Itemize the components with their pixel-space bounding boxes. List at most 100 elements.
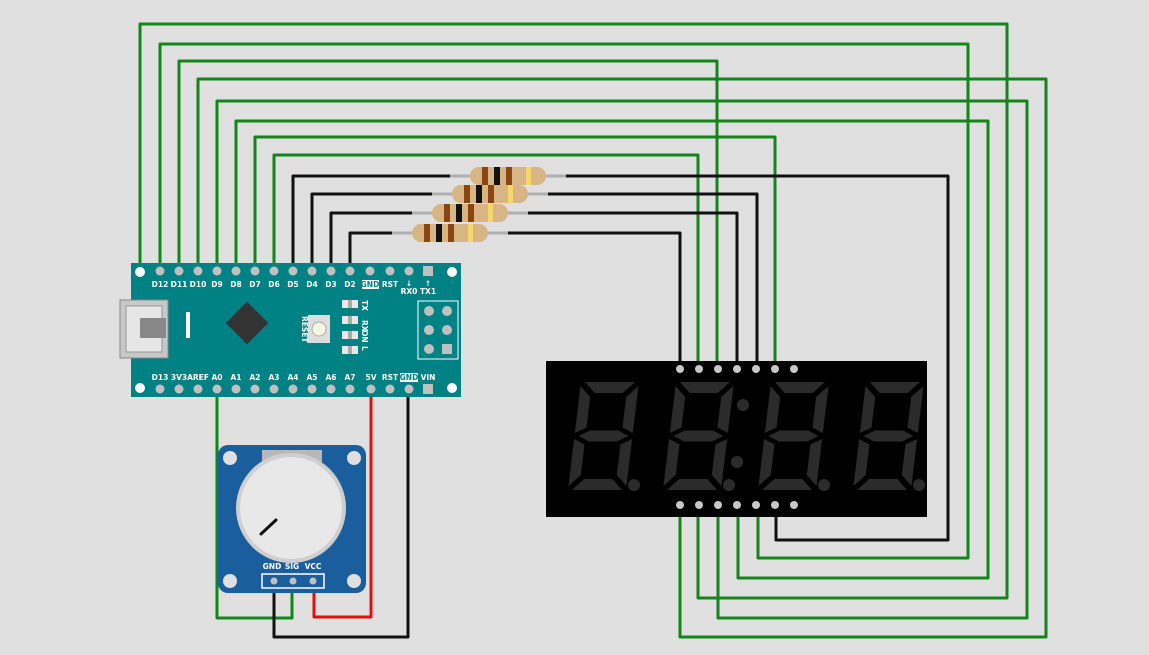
display-top-pin-7[interactable] xyxy=(790,365,798,373)
pot-pin-vcc[interactable] xyxy=(309,577,317,585)
potentiometer-module[interactable]: GND SIG VCC xyxy=(218,445,366,593)
arduino-nano[interactable]: RESET TX RX ON L D12 D11 D10 D9 D8 D7 xyxy=(119,263,461,397)
display-top-pin-2[interactable] xyxy=(695,365,703,373)
pin-3v3[interactable]: 3V3 xyxy=(171,373,187,394)
pin-d2[interactable]: D2 xyxy=(344,266,356,290)
display-top-pin-4[interactable] xyxy=(733,365,741,373)
pin-a5[interactable]: A5 xyxy=(306,373,318,394)
pot-knob[interactable] xyxy=(240,457,342,559)
pin-gnd-bottom[interactable]: GND xyxy=(400,373,419,394)
pin-5v[interactable]: 5V xyxy=(365,373,377,394)
pin-rst-bottom[interactable]: RST xyxy=(382,373,399,394)
svg-text:D4: D4 xyxy=(306,280,317,289)
svg-text:D2: D2 xyxy=(344,280,355,289)
display-bottom-pin-6[interactable] xyxy=(771,501,779,509)
pin-a7[interactable]: A7 xyxy=(344,373,356,394)
wire-res1-disp xyxy=(544,174,950,542)
svg-text:A3: A3 xyxy=(268,373,279,382)
display-top-pin-5[interactable] xyxy=(752,365,760,373)
mount-hole-bl xyxy=(135,383,145,393)
resistor-2 xyxy=(432,185,548,203)
led-label-l: L xyxy=(360,346,369,351)
svg-text:RX0: RX0 xyxy=(401,287,418,296)
display-top-pin-6[interactable] xyxy=(771,365,779,373)
pin-d5[interactable]: D5 xyxy=(287,266,299,290)
pin-a4[interactable]: A4 xyxy=(287,373,299,394)
colon-dot-top xyxy=(737,399,749,411)
pot-label-gnd: GND xyxy=(263,562,282,571)
display-bottom-pin-2[interactable] xyxy=(695,501,703,509)
wires xyxy=(138,22,1048,639)
reset-button[interactable] xyxy=(311,321,327,337)
pin-d12[interactable]: D12 xyxy=(152,266,169,290)
wire-d6-top xyxy=(272,153,700,370)
svg-text:A6: A6 xyxy=(325,373,336,382)
segment-b xyxy=(717,386,734,433)
segment-d xyxy=(667,479,717,490)
pin-d3[interactable]: D3 xyxy=(325,266,337,290)
pin-vin[interactable]: VIN xyxy=(421,373,436,394)
pin-tx1[interactable]: ↑TX1 xyxy=(420,266,436,296)
svg-text:3V3: 3V3 xyxy=(171,373,187,382)
display-bottom-pin-7[interactable] xyxy=(790,501,798,509)
pin-a0[interactable]: A0 xyxy=(211,373,223,394)
pin-rst-top[interactable]: RST xyxy=(382,266,399,290)
pin-d13[interactable]: D13 xyxy=(152,373,169,394)
decimal-point xyxy=(913,479,925,491)
segment-g xyxy=(673,430,724,442)
svg-text:D9: D9 xyxy=(211,280,222,289)
pot-label-vcc: VCC xyxy=(305,562,322,571)
segment-c xyxy=(711,439,728,486)
svg-text:D11: D11 xyxy=(171,280,188,289)
wire-d12-loop xyxy=(158,42,970,560)
microcontroller-chip xyxy=(225,301,269,345)
segment-a xyxy=(774,382,825,393)
display-bottom-pin-5[interactable] xyxy=(752,501,760,509)
pot-pin-gnd[interactable] xyxy=(270,577,278,585)
seven-segment-display[interactable] xyxy=(546,361,927,517)
pot-pin-sig[interactable] xyxy=(289,577,297,585)
pin-d10[interactable]: D10 xyxy=(190,266,207,290)
pin-rx0[interactable]: ↓RX0 xyxy=(401,266,418,297)
pin-aref[interactable]: AREF xyxy=(187,373,209,394)
wire-d3-res xyxy=(329,211,434,272)
pin-a6[interactable]: A6 xyxy=(325,373,337,394)
pin-a3[interactable]: A3 xyxy=(268,373,280,394)
pin-d9[interactable]: D9 xyxy=(211,266,223,290)
pin-gnd-top[interactable]: GND xyxy=(361,266,380,290)
svg-text:A0: A0 xyxy=(211,373,222,382)
segment-f xyxy=(764,386,781,433)
wire-gnd-gnd xyxy=(272,381,410,639)
segment-g xyxy=(863,430,914,442)
pin-d8[interactable]: D8 xyxy=(230,266,242,290)
display-bottom-pin-1[interactable] xyxy=(676,501,684,509)
wire-5v-vcc xyxy=(312,381,373,619)
decimal-point xyxy=(818,479,830,491)
wire-d4-res xyxy=(310,192,454,272)
wire-d2-res xyxy=(348,231,414,272)
pin-d4[interactable]: D4 xyxy=(306,266,318,290)
display-top-pin-3[interactable] xyxy=(714,365,722,373)
segment-b xyxy=(907,386,924,433)
digit-2 xyxy=(663,382,735,491)
svg-text:A5: A5 xyxy=(306,373,317,382)
display-bottom-pin-4[interactable] xyxy=(733,501,741,509)
pin-a2[interactable]: A2 xyxy=(249,373,261,394)
display-bottom-pins xyxy=(676,501,798,509)
pot-mount-tr xyxy=(347,451,361,465)
segment-g xyxy=(578,430,629,442)
status-leds: TX RX ON L xyxy=(342,300,369,354)
svg-text:GND: GND xyxy=(400,373,419,382)
pin-d11[interactable]: D11 xyxy=(171,266,188,290)
segment-f xyxy=(859,386,876,433)
pin-d6[interactable]: D6 xyxy=(268,266,280,290)
display-bottom-pin-3[interactable] xyxy=(714,501,722,509)
segment-d xyxy=(857,479,907,490)
digit-1 xyxy=(568,382,640,491)
display-top-pin-1[interactable] xyxy=(676,365,684,373)
pin-a1[interactable]: A1 xyxy=(230,373,242,394)
segment-a xyxy=(584,382,635,393)
svg-text:D5: D5 xyxy=(287,280,298,289)
resistors xyxy=(392,167,566,242)
pin-d7[interactable]: D7 xyxy=(249,266,261,290)
